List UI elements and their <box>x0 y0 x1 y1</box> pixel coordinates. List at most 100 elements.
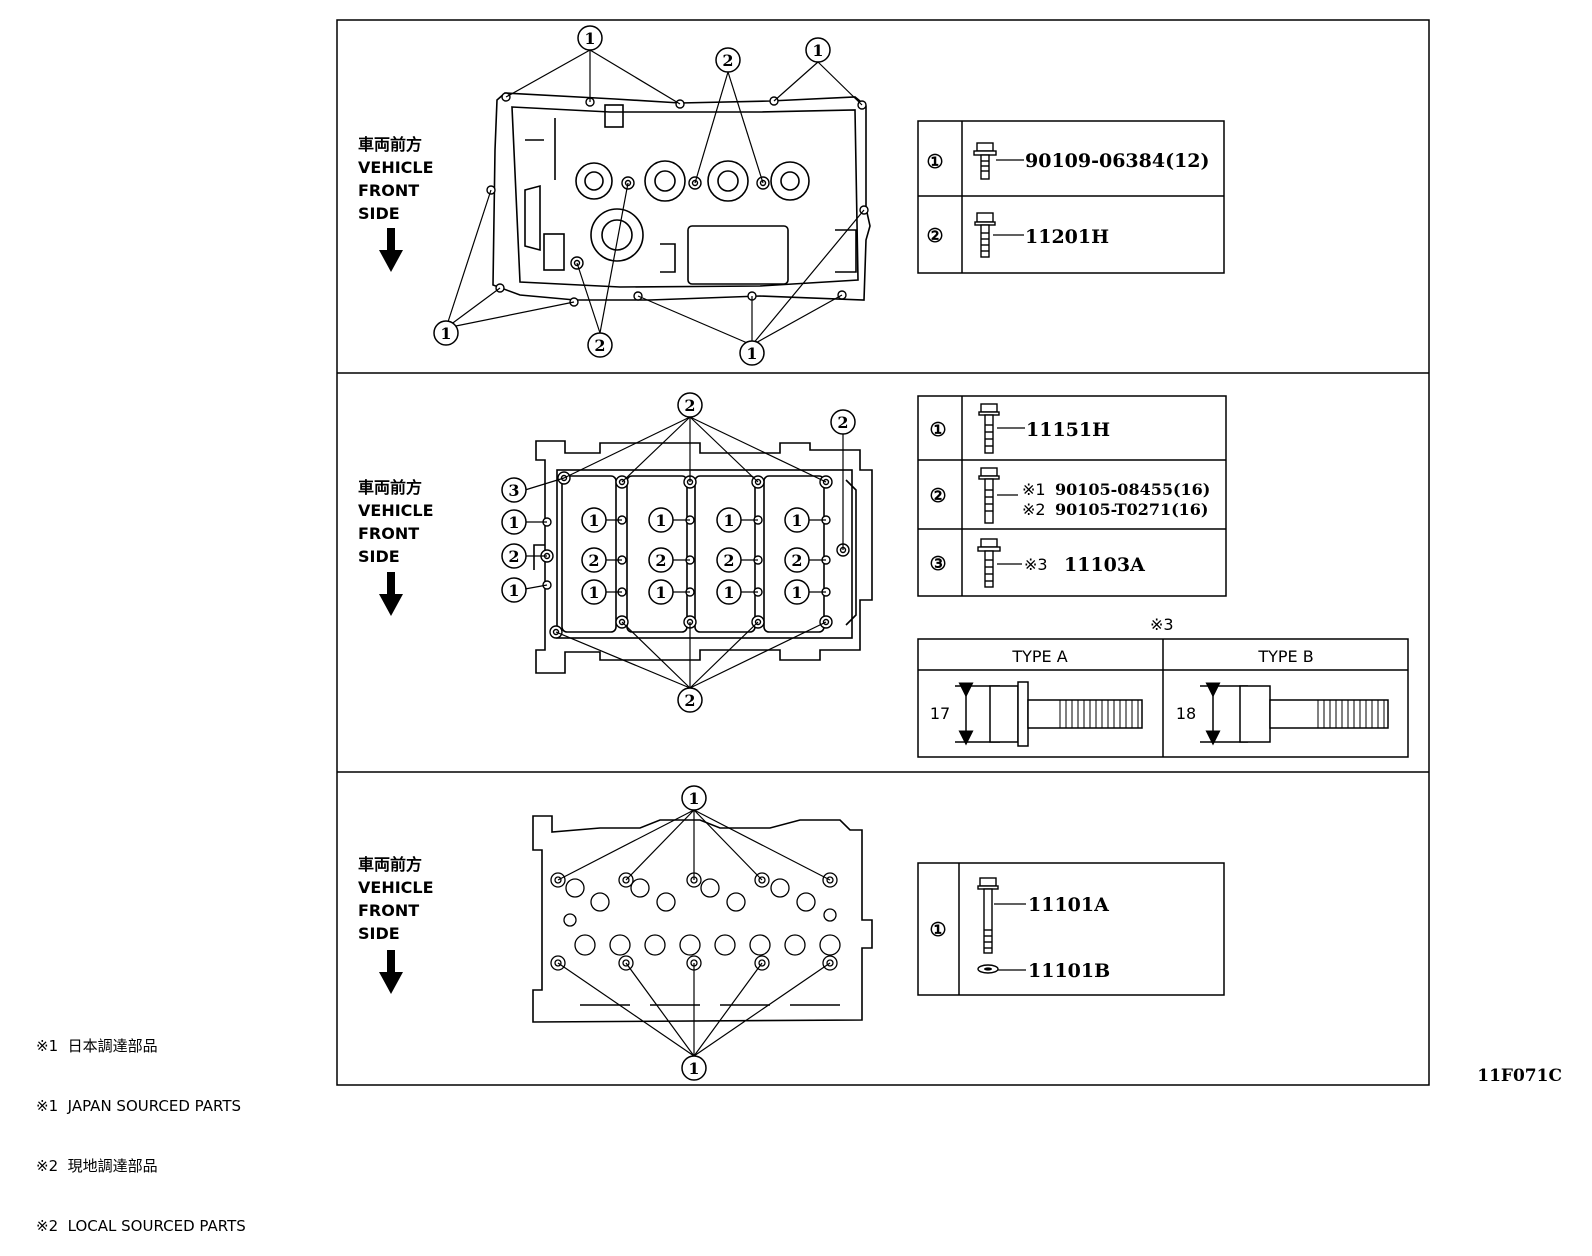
svg-text:1: 1 <box>655 583 666 602</box>
footnote-1: ※1 日本調達部品 <box>36 1037 158 1055</box>
vehicle-front-label-1: 車両前方 VEHICLE FRONT SIDE <box>358 135 434 223</box>
callout-2: 2 <box>784 547 810 573</box>
camshaft-housing-bolts <box>540 471 850 639</box>
callout-2: 2 <box>648 547 674 573</box>
callout-1: 1 <box>784 579 810 605</box>
part-number-11103A: 11103A <box>1064 554 1145 576</box>
svg-text:1: 1 <box>791 511 802 530</box>
down-arrow-icon <box>379 572 403 616</box>
callout-1: 1 <box>716 507 742 533</box>
vehicle-front-label-2: 車両前方 VEHICLE FRONT SIDE <box>358 478 434 566</box>
footnote-2: ※1 JAPAN SOURCED PARTS <box>36 1097 242 1115</box>
table2-row3-mark: ③ <box>929 553 946 575</box>
callout-1: 1 <box>784 507 810 533</box>
callout-1: 1 <box>581 579 607 605</box>
svg-text:1: 1 <box>508 513 519 532</box>
japan-sourced-mark: ※1 <box>1022 480 1046 499</box>
flange-bolt-icon <box>977 538 1001 588</box>
table1-row2-mark: ② <box>926 225 943 247</box>
svg-text:1: 1 <box>508 581 519 600</box>
svg-text:SIDE: SIDE <box>358 924 400 943</box>
callout-2: 2 <box>677 687 703 713</box>
ref3-heading: ※3 <box>1150 615 1174 634</box>
parts-diagram: 車両前方 VEHICLE FRONT SIDE <box>336 19 1430 1086</box>
svg-text:FRONT: FRONT <box>358 181 419 200</box>
figure-frame <box>336 19 1430 1086</box>
part-number-90109-06384: 90109-06384(12) <box>1025 150 1210 172</box>
long-bolt-icon <box>977 877 999 954</box>
parts-table-1: ① 90109-06384(12) ② 11201H <box>917 120 1225 274</box>
callout-1: 1 <box>681 785 707 811</box>
type-a-bolt-drawing <box>955 681 1143 747</box>
hex-bolt-icon <box>978 403 1000 454</box>
svg-text:車両前方: 車両前方 <box>358 855 422 874</box>
camshaft-housing-drawing <box>533 440 873 674</box>
callout-1: 1 <box>501 577 527 603</box>
part-number-11151H: 11151H <box>1026 419 1110 441</box>
cylinder-head-callouts: 1 1 <box>681 785 707 1081</box>
svg-text:FRONT: FRONT <box>358 524 419 543</box>
flange-bolt-icon <box>973 142 997 180</box>
svg-text:1: 1 <box>688 789 699 808</box>
callout-1: 1 <box>501 509 527 535</box>
svg-text:1: 1 <box>688 1059 699 1078</box>
washer-icon <box>977 964 999 974</box>
footnote-3: ※2 現地調達部品 <box>36 1157 158 1175</box>
svg-text:3: 3 <box>508 481 519 500</box>
figure-id: 11F071C <box>1477 1066 1562 1086</box>
svg-text:1: 1 <box>588 511 599 530</box>
head-cover-leader-lines <box>445 49 865 346</box>
hex-bolt-icon <box>978 467 1000 524</box>
callout-2: 2 <box>587 332 613 358</box>
cylinder-head-leader-lines <box>557 809 831 1057</box>
svg-text:2: 2 <box>837 413 848 432</box>
svg-text:車両前方: 車両前方 <box>358 478 422 497</box>
type-a-dimension: 17 <box>930 704 950 723</box>
type-a-label: TYPE A <box>1011 647 1067 666</box>
section-2: 車両前方 VEHICLE FRONT SIDE <box>358 392 1409 758</box>
hex-bolt-icon <box>974 212 996 258</box>
footnotes: ※1 日本調達部品 ※1 JAPAN SOURCED PARTS ※2 現地調達… <box>36 996 246 1256</box>
svg-text:1: 1 <box>746 344 757 363</box>
footnote-4: ※2 LOCAL SOURCED PARTS <box>36 1217 246 1235</box>
svg-text:2: 2 <box>588 551 599 570</box>
local-sourced-mark: ※2 <box>1022 500 1046 519</box>
svg-text:SIDE: SIDE <box>358 204 400 223</box>
part-number-11101A: 11101A <box>1028 894 1109 916</box>
section-1: 車両前方 VEHICLE FRONT SIDE <box>358 25 1225 366</box>
callout-1: 1 <box>648 579 674 605</box>
parts-table-3: ① 11101A 11101B <box>917 862 1225 996</box>
cylinder-head-drawing <box>532 815 873 1023</box>
svg-text:2: 2 <box>722 51 733 70</box>
head-cover-drawing <box>492 92 871 301</box>
svg-text:2: 2 <box>723 551 734 570</box>
svg-text:1: 1 <box>723 583 734 602</box>
camshaft-housing-callouts: 2 2 2 3 1 2 1 1 2 1 1 2 1 1 2 1 1 2 1 <box>501 392 856 713</box>
callout-2: 2 <box>830 409 856 435</box>
svg-text:1: 1 <box>588 583 599 602</box>
part-number-90105-T0271: 90105-T0271(16) <box>1055 500 1209 519</box>
vehicle-front-label-3: 車両前方 VEHICLE FRONT SIDE <box>358 855 434 943</box>
table3-row1-mark: ① <box>929 919 946 941</box>
svg-text:1: 1 <box>655 511 666 530</box>
svg-text:2: 2 <box>684 396 695 415</box>
callout-1: 1 <box>681 1055 707 1081</box>
callout-1: 1 <box>805 37 831 63</box>
down-arrow-icon <box>379 950 403 994</box>
type-b-dimension: 18 <box>1176 704 1196 723</box>
table2-row2-mark: ② <box>929 485 946 507</box>
svg-text:2: 2 <box>791 551 802 570</box>
svg-text:2: 2 <box>508 547 519 566</box>
svg-text:1: 1 <box>440 324 451 343</box>
svg-text:2: 2 <box>655 551 666 570</box>
callout-1: 1 <box>648 507 674 533</box>
svg-text:VEHICLE: VEHICLE <box>358 878 434 897</box>
svg-text:SIDE: SIDE <box>358 547 400 566</box>
svg-text:2: 2 <box>684 691 695 710</box>
svg-text:VEHICLE: VEHICLE <box>358 158 434 177</box>
svg-text:1: 1 <box>723 511 734 530</box>
callout-1: 1 <box>433 320 459 346</box>
part-number-90105-08455: 90105-08455(16) <box>1055 480 1210 499</box>
callout-3: 3 <box>501 477 527 503</box>
table1-row1-mark: ① <box>926 151 943 173</box>
